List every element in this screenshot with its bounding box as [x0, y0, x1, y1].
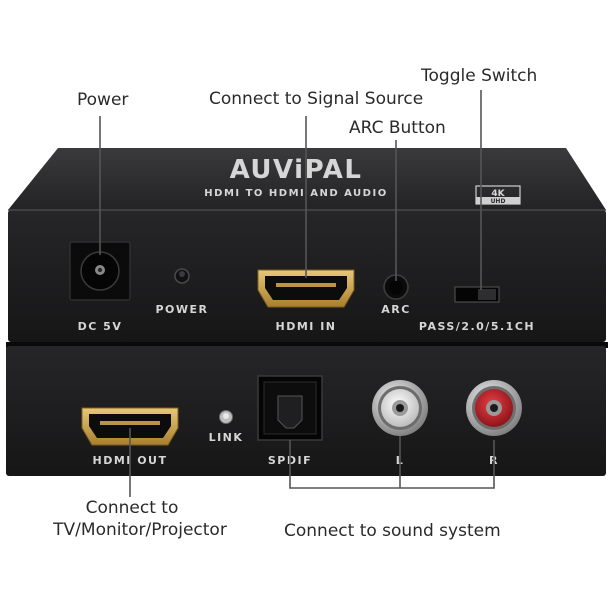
callout-leader-lines — [99, 90, 495, 497]
tv-callout-line2: TV/Monitor/Projector — [53, 520, 227, 540]
brand-logo: AUViPAL — [230, 155, 363, 185]
4k-uhd-badge: 4K UHD — [475, 185, 521, 205]
power-callout: Power — [77, 90, 129, 110]
badge-uhd: UHD — [491, 198, 506, 205]
brand-subtitle: HDMI TO HDMI AND AUDIO — [204, 188, 387, 199]
hdmi-in-label: HDMI IN — [275, 320, 336, 333]
upper-unit: AUViPAL HDMI TO HDMI AND AUDIO 4K UHD DC… — [8, 148, 606, 342]
tv-callout-line1: Connect to — [85, 498, 179, 518]
toggle-switch-callout: Toggle Switch — [421, 66, 538, 86]
signal-source-callout: Connect to Signal Source — [209, 89, 424, 109]
rca-right-red-jack[interactable] — [466, 380, 522, 436]
hdmi-in-port[interactable] — [257, 269, 355, 308]
hdmi-out-port[interactable] — [81, 407, 179, 446]
sound-system-callout: Connect to sound system — [284, 521, 501, 541]
mode-switch-label: PASS/2.0/5.1CH — [419, 320, 535, 333]
lower-unit: HDMI OUT LINK SPDIF L R — [6, 346, 606, 476]
badge-4k: 4K — [491, 189, 505, 199]
dc-5v-label: DC 5V — [78, 320, 123, 333]
link-led-label: LINK — [209, 431, 244, 444]
spdif-optical-port[interactable] — [257, 375, 323, 441]
arc-button-label: ARC — [381, 303, 411, 316]
power-led-label: POWER — [155, 303, 208, 316]
rca-left-white-jack[interactable] — [372, 380, 428, 436]
sound-system-bracket — [289, 440, 495, 489]
mode-toggle-switch[interactable] — [454, 286, 500, 303]
upper-unit-top-face — [8, 148, 606, 210]
arc-button-callout: ARC Button — [349, 118, 446, 138]
